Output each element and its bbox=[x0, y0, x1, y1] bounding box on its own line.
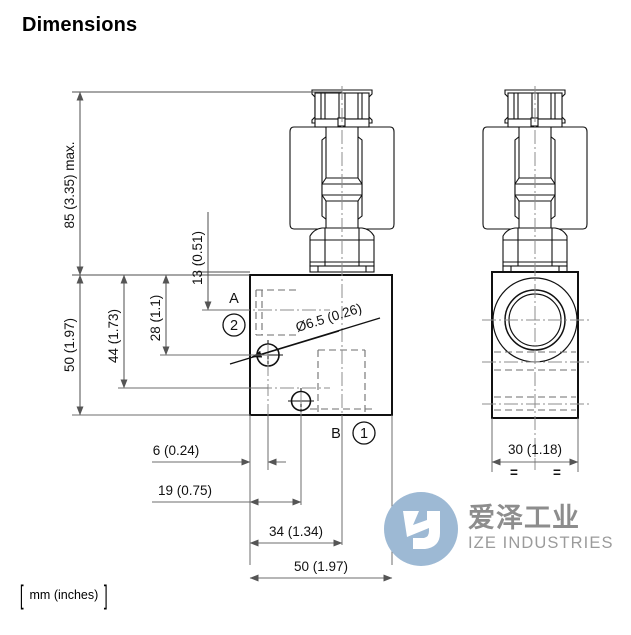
side-view bbox=[482, 86, 590, 470]
dim-body-height: 50 (1.97) bbox=[62, 318, 77, 372]
front-view bbox=[229, 86, 395, 470]
dim-body-depth: 34 (1.34) bbox=[269, 524, 323, 539]
port-labels: A 2 B 1 bbox=[222, 291, 376, 445]
port-a-number: 2 bbox=[230, 318, 238, 334]
port-b-number: 1 bbox=[360, 426, 368, 442]
unit-note-text: mm (inches) bbox=[29, 588, 99, 602]
unit-note: [ mm (inches) ] bbox=[19, 580, 108, 610]
dimension-labels: 85 (3.35) max. 50 (1.97) 44 (1.73) 28 (1… bbox=[62, 141, 562, 574]
dim-edge-offset: 6 (0.24) bbox=[153, 443, 200, 458]
dimension-lines bbox=[72, 91, 579, 582]
dim-side-width: 30 (1.18) bbox=[508, 442, 562, 457]
port-b-letter: B bbox=[331, 426, 341, 442]
dim-port-a-upper: 44 (1.73) bbox=[106, 309, 121, 363]
symmetry-mark-right: = bbox=[553, 465, 561, 480]
dim-height-overall: 85 (3.35) max. bbox=[62, 141, 77, 228]
port-b-balloon bbox=[352, 421, 376, 445]
drawing-geometry: 85 (3.35) max. 50 (1.97) 44 (1.73) 28 (1… bbox=[62, 86, 590, 582]
dim-flange-offset: 13 (0.51) bbox=[190, 231, 205, 285]
page-title: Dimensions bbox=[22, 14, 138, 36]
dim-port-offset: 19 (0.75) bbox=[158, 483, 212, 498]
side-center-lines bbox=[482, 86, 590, 470]
dim-body-width: 50 (1.97) bbox=[294, 559, 348, 574]
side-hidden-lines bbox=[494, 351, 576, 411]
center-lines-front bbox=[236, 86, 343, 470]
bore-leader-line bbox=[229, 317, 381, 365]
symmetry-mark-left: = bbox=[510, 465, 518, 480]
port-a-balloon bbox=[222, 313, 246, 337]
dim-port-a-center: 28 (1.1) bbox=[148, 295, 163, 342]
port-a-letter: A bbox=[229, 291, 239, 307]
